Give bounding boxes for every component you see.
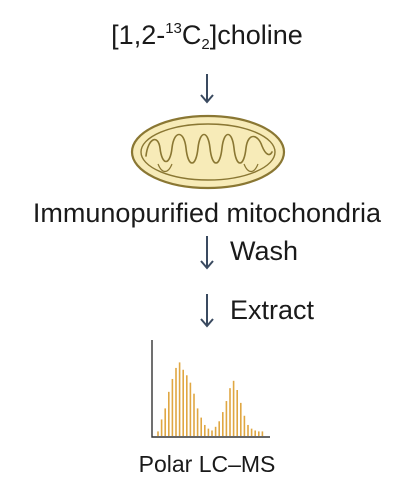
- method-label: Polar LC–MS: [138, 451, 276, 477]
- chromatogram-axes: [151, 340, 270, 438]
- reagent-prefix: [1,2-: [111, 20, 166, 50]
- step-label-wash: Wash: [230, 236, 299, 266]
- reagent-atom-count: 2: [201, 36, 210, 53]
- reagent-element: C: [181, 20, 202, 50]
- down-arrow-icon: [200, 74, 214, 104]
- down-arrow-icon: [200, 294, 214, 328]
- step-label-extract: Extract: [230, 295, 315, 325]
- sample-label: Immunopurified mitochondria: [32, 198, 382, 228]
- chromatogram-icon: [151, 340, 270, 438]
- reagent-isotope-mass: 13: [165, 20, 182, 37]
- reagent-suffix: ]choline: [209, 20, 303, 50]
- down-arrow-icon: [200, 236, 214, 270]
- mitochondrion-icon: [130, 114, 286, 190]
- reagent-label: [1,2-13C2]choline: [0, 18, 414, 52]
